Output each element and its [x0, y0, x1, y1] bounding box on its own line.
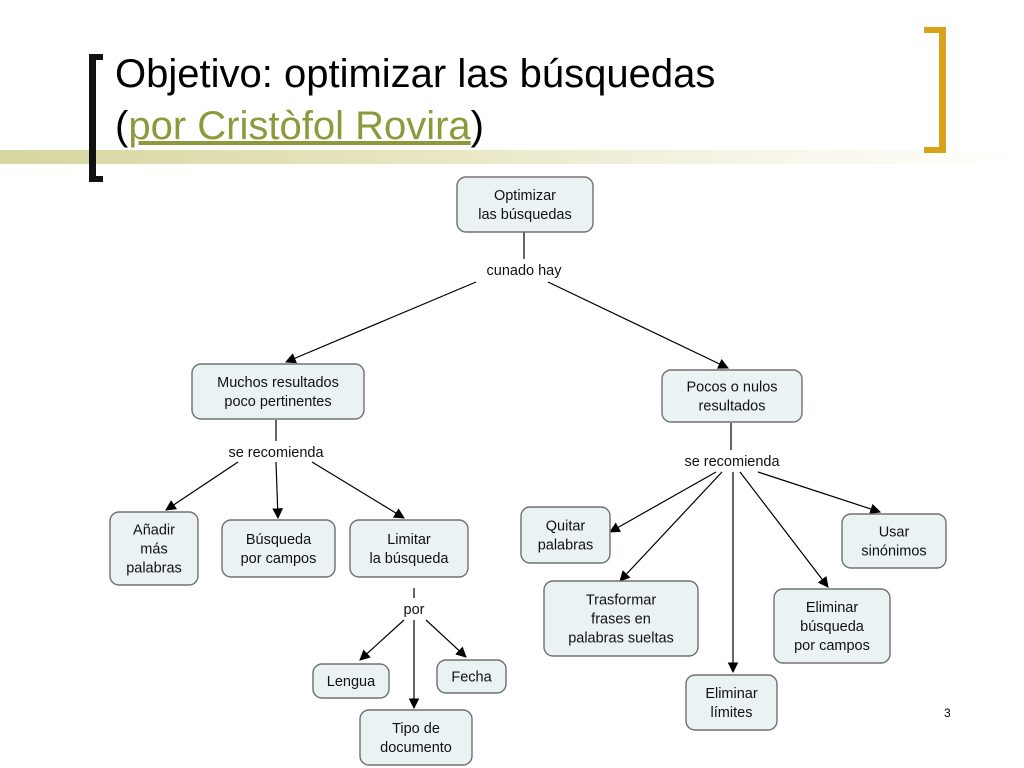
concept-map-edge	[425, 619, 467, 658]
concept-node-box	[312, 663, 390, 699]
concept-node-label: Lengua	[327, 674, 376, 690]
title-paren-open: (	[115, 104, 129, 148]
concept-node-root: Optimizar las búsquedas	[456, 176, 594, 233]
linking-phrase-por: por	[397, 598, 431, 618]
concept-node-label: palabras sueltas	[568, 631, 674, 647]
concept-node-muchos: Muchos resultados poco pertinentes	[191, 363, 365, 420]
concept-node-label: por campos	[241, 551, 317, 567]
concept-node-label: la búsqueda	[369, 551, 449, 567]
concept-node-label: búsqueda	[800, 619, 865, 635]
concept-node-box	[773, 588, 891, 664]
concept-node-fecha: Fecha	[436, 659, 507, 694]
linking-phrase-text: se recomienda	[684, 454, 780, 470]
concept-node-eliminar-busqueda: Eliminar búsqueda por campos	[773, 588, 891, 664]
left-bracket-decoration	[89, 54, 103, 182]
concept-node-label: Limitar	[387, 532, 431, 548]
concept-map-edge	[547, 281, 729, 369]
concept-node-label: Fecha	[451, 670, 492, 686]
concept-node-label: poco pertinentes	[224, 394, 331, 410]
concept-node-label: por campos	[794, 638, 870, 654]
concept-map-edge	[609, 471, 717, 533]
concept-node-box	[661, 369, 803, 423]
concept-node-label: Añadir	[133, 523, 175, 539]
concept-node-box	[543, 580, 699, 657]
concept-node-box	[685, 674, 778, 731]
author-link[interactable]: por Cristòfol Rovira	[128, 104, 471, 148]
linking-phrase-cuando: cunado hay	[472, 259, 576, 279]
concept-node-box	[109, 511, 199, 586]
concept-node-box	[191, 363, 365, 420]
concept-map-edge	[165, 461, 239, 511]
concept-map-edge	[359, 619, 405, 661]
concept-node-box	[359, 709, 473, 766]
concept-map-edge	[619, 471, 723, 582]
linking-phrase-text: por	[404, 602, 425, 618]
concept-node-label: frases en	[591, 612, 651, 628]
concept-node-box	[841, 513, 947, 569]
concept-node-tipo: Tipo de documento	[359, 709, 473, 766]
concept-node-label: Optimizar	[494, 188, 556, 204]
slide-title: Objetivo: optimizar las búsquedas (por C…	[115, 48, 715, 152]
concept-node-box	[456, 176, 594, 233]
concept-node-label: Trasformar	[586, 593, 657, 609]
concept-node-box	[349, 519, 469, 578]
concept-node-label: palabras	[538, 538, 594, 554]
right-bracket-decoration	[924, 27, 946, 153]
linking-phrase-text: se recomienda	[228, 445, 324, 461]
concept-node-limitar: Limitar la búsqueda	[349, 519, 469, 578]
concept-map-edge	[285, 281, 477, 364]
concept-node-label: límites	[711, 705, 753, 721]
concept-node-label: Eliminar	[806, 600, 859, 616]
concept-node-pocos: Pocos o nulos resultados	[661, 369, 803, 423]
linking-phrase-recomienda-left: se recomienda	[214, 441, 338, 461]
title-paren-close: )	[470, 104, 484, 148]
page-number: 3	[944, 706, 951, 720]
concept-node-lengua: Lengua	[312, 663, 390, 699]
concept-node-anadir: Añadir más palabras	[109, 511, 199, 586]
linking-phrase-recomienda-right: se recomienda	[670, 450, 794, 470]
concept-node-label: Tipo de	[392, 721, 440, 737]
concept-node-label: palabras	[126, 561, 182, 577]
concept-node-label: las búsquedas	[478, 207, 572, 223]
concept-node-label: más	[140, 542, 167, 558]
concept-map-edges	[165, 232, 882, 710]
concept-map-edge	[757, 471, 882, 515]
concept-node-busqueda-campos: Búsqueda por campos	[221, 519, 336, 578]
concept-map-edge	[272, 461, 284, 520]
concept-map-edge	[739, 471, 829, 588]
title-line-1: Objetivo: optimizar las búsquedas	[115, 52, 716, 96]
concept-map-edge	[311, 461, 405, 519]
concept-node-trasformar: Trasformar frases en palabras sueltas	[543, 580, 699, 657]
concept-node-quitar: Quitar palabras	[520, 506, 611, 564]
concept-node-box	[436, 659, 507, 694]
concept-node-eliminar-limites: Eliminar límites	[685, 674, 778, 731]
concept-node-label: Muchos resultados	[217, 375, 339, 391]
concept-node-label: Quitar	[546, 519, 586, 535]
concept-node-label: sinónimos	[861, 544, 926, 560]
concept-node-label: Pocos o nulos	[686, 380, 777, 396]
concept-node-usar: Usar sinónimos	[841, 513, 947, 569]
linking-phrase-text: cunado hay	[487, 263, 563, 279]
concept-node-label: Eliminar	[705, 686, 758, 702]
concept-node-label: documento	[380, 740, 452, 756]
concept-node-label: Búsqueda	[246, 532, 312, 548]
title-line-2: (por Cristòfol Rovira)	[115, 100, 715, 152]
concept-node-box	[221, 519, 336, 578]
concept-map-linking-phrases: cunado hay se recomienda se recomienda por	[214, 259, 794, 618]
concept-node-label: Usar	[879, 525, 910, 541]
title-underline-decoration	[0, 150, 1024, 164]
concept-node-box	[520, 506, 611, 564]
concept-node-label: resultados	[699, 399, 766, 415]
